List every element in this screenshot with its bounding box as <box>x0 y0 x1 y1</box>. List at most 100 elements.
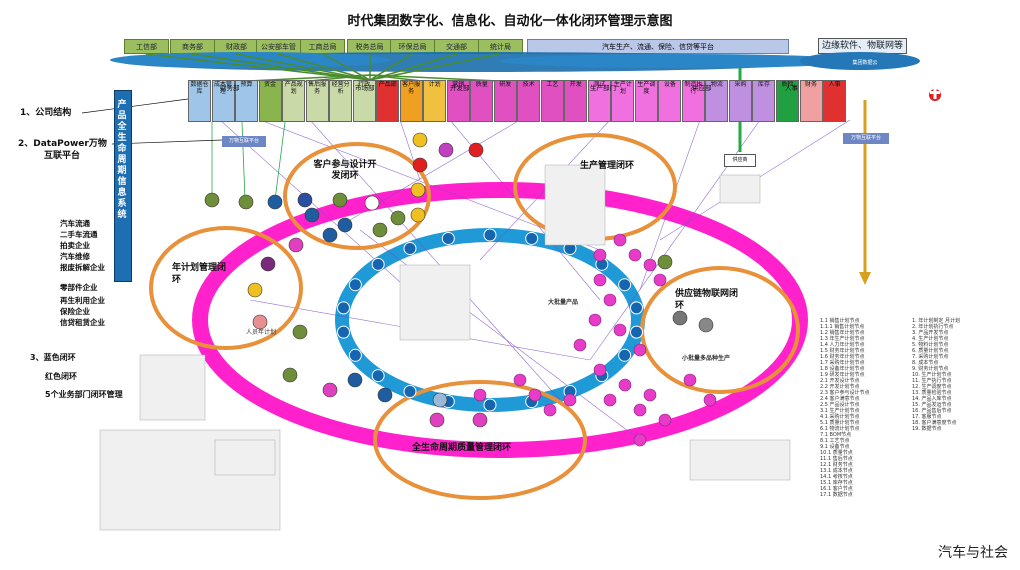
business-item: 保险企业 <box>60 307 90 316</box>
pink-node <box>528 388 542 402</box>
blue-node <box>483 398 497 412</box>
business-item: 二手车流通 <box>60 230 98 239</box>
legend-item: 10. 生产计划节点 <box>912 372 952 378</box>
dept-block: 质检 <box>776 80 799 122</box>
dept-block: 预算 <box>235 80 259 122</box>
cloud-label: 集团数据云 <box>852 59 877 66</box>
legend-item: 2.2 开发计划节点 <box>820 384 860 390</box>
dept-block: 生产调度 <box>634 80 658 122</box>
legend-item: 3.1 生产计划节点 <box>820 408 860 414</box>
business-item: 信贷租赁企业 <box>60 318 105 327</box>
pink-node <box>513 373 527 387</box>
legend-item: 3. 产品开发节点 <box>912 330 949 336</box>
legend-item: 14.1 考核节点 <box>820 474 853 480</box>
lifecycle-bar <box>114 90 132 282</box>
dept-group-label: 开发部 <box>450 84 470 92</box>
pink-node <box>603 393 617 407</box>
legend-item: 7.1 BOM节点 <box>820 432 852 438</box>
legend-item: 2.1 开发设计节点 <box>820 378 860 384</box>
colored-node <box>282 367 298 383</box>
pink-node <box>593 363 607 377</box>
blue-node <box>371 369 385 383</box>
blue-node <box>403 385 417 399</box>
colored-node <box>432 392 448 408</box>
dept-group-label: 市场部 <box>355 84 375 92</box>
dept-block: 制造执行 <box>681 80 705 122</box>
legend-item: 8.1 工艺节点 <box>820 438 850 444</box>
dept-block: 计划 <box>423 80 447 122</box>
pink-node <box>703 393 717 407</box>
colored-node <box>292 324 308 340</box>
label-company: 1、公司结构 <box>20 108 72 118</box>
legend-item: 2.5 产品设计节点 <box>820 402 860 408</box>
business-item: 再生利用企业 <box>60 296 105 305</box>
label-datapower: 2、DataPower万物 <box>18 139 107 149</box>
legend-item: 17.1 数据节点 <box>820 492 853 498</box>
pink-node <box>588 313 602 327</box>
colored-node <box>672 310 688 326</box>
colored-node <box>288 237 304 253</box>
pink-node <box>593 273 607 287</box>
legend-item: 1.5 财务年计划节点 <box>820 348 865 354</box>
colored-node <box>364 195 380 211</box>
pink-node <box>643 258 657 272</box>
legend-item: 2. 年计划执行节点 <box>912 324 954 330</box>
blue-ring-inner <box>352 243 628 397</box>
blue-ring-nodes <box>337 228 643 412</box>
colored-node <box>304 207 320 223</box>
business-item: 零部件企业 <box>60 283 98 292</box>
pink-node <box>473 388 487 402</box>
dept-block: 开发 <box>564 80 588 122</box>
colored-node <box>472 412 488 428</box>
blue-node <box>337 301 351 315</box>
colored-node <box>337 217 353 233</box>
platform-tag-left: 万物互联平台 <box>222 136 266 147</box>
dept-block: 营销 <box>446 80 470 122</box>
platform-box: 汽车生产、流通、保险、信贷等平台 <box>527 39 789 54</box>
colored-node <box>204 192 220 208</box>
legend-item: 9.1 设备节点 <box>820 444 850 450</box>
dept-group-label: 财务部 <box>220 84 240 92</box>
blue-node <box>525 231 539 245</box>
dept-block: 数据仓库 <box>188 80 211 122</box>
diagram-title: 时代集团数字化、信息化、自动化一体化闭环管理示意图 <box>347 14 673 29</box>
legend-item: 1.9 研发年计划节点 <box>820 372 865 378</box>
pink-node <box>618 378 632 392</box>
legend-item: 1.8 设备年计划节点 <box>820 366 865 372</box>
dept-block: 生产计划 <box>611 80 635 122</box>
legend-item: 1.2 销售年计划节点 <box>820 330 865 336</box>
blue-node <box>441 231 455 245</box>
colored-node <box>468 142 484 158</box>
dept-block: 财务 <box>799 80 823 122</box>
pink-node <box>633 403 647 417</box>
colored-node <box>410 182 426 198</box>
dept-block: 产品规划 <box>282 80 306 122</box>
legend-item: 15.1 库存节点 <box>820 480 853 486</box>
legend-item: 15. 产品发运节点 <box>912 402 952 408</box>
pink-node <box>683 373 697 387</box>
inner-label-small: 小批量多品种生产 <box>682 355 731 362</box>
business-item: 汽车维修 <box>60 252 90 261</box>
legend-item: 5.1 质量计划节点 <box>820 420 860 426</box>
pink-node <box>653 273 667 287</box>
dept-block: 物流 <box>705 80 729 122</box>
legend-item: 18. 客户满意度节点 <box>912 420 957 426</box>
colored-node <box>412 132 428 148</box>
colored-node <box>267 194 283 210</box>
supplier-tag: 供应商 <box>724 154 756 167</box>
legend-item: 10.1 质量节点 <box>820 450 853 456</box>
legend-item: 12. 生产调度节点 <box>912 384 952 390</box>
legend-item: 14. 产品入库节点 <box>912 396 952 402</box>
legend-item: 7. 采购计划节点 <box>912 354 949 360</box>
pink-node <box>543 403 557 417</box>
legend-item: 1.6 财务年计划节点 <box>820 354 865 360</box>
dept-block: 经营分析 <box>329 80 353 122</box>
loop-production: 生产管理闭环 <box>580 161 635 171</box>
inner-label-hr: 人员年计划 <box>246 329 277 336</box>
blue-node <box>618 278 632 292</box>
blue-node <box>348 348 362 362</box>
business-item: 报废拆解企业 <box>60 263 105 272</box>
legend-item: 2.3 客户参与设计节点 <box>820 390 870 396</box>
